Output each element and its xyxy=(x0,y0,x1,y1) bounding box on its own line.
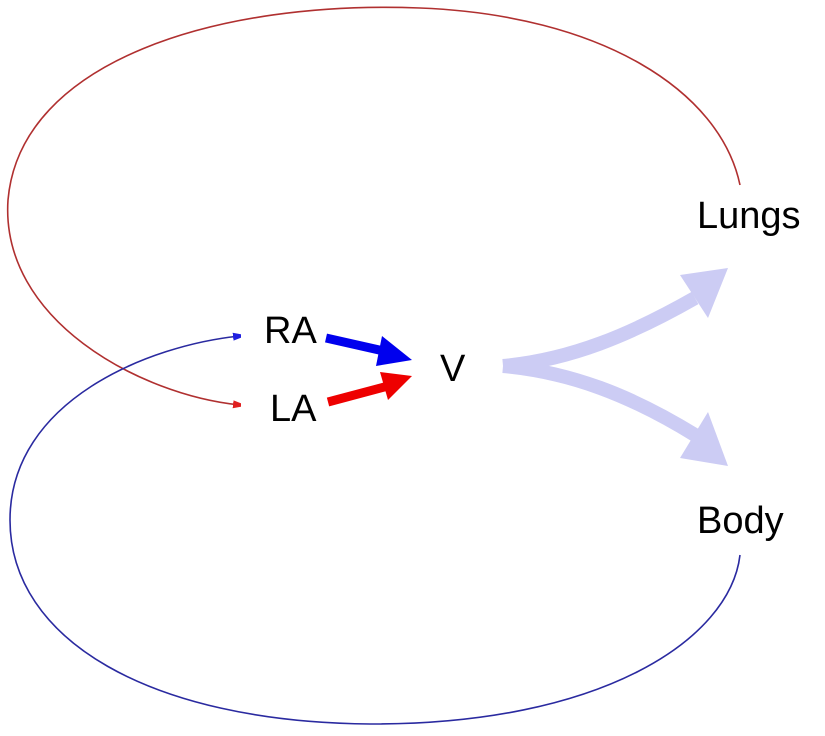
pulmonary-return-loop xyxy=(7,6,741,405)
ra-to-v-arrow xyxy=(325,333,412,366)
body-label: Body xyxy=(697,500,784,542)
ventricle-label: V xyxy=(440,348,466,390)
left-atrium-label: LA xyxy=(270,388,317,430)
right-atrium-label: RA xyxy=(264,310,317,352)
systemic-return-loop xyxy=(9,336,741,725)
lungs-label: Lungs xyxy=(697,195,801,237)
la-to-v-arrow xyxy=(326,372,412,407)
ventricle-output-arrows xyxy=(502,268,728,466)
